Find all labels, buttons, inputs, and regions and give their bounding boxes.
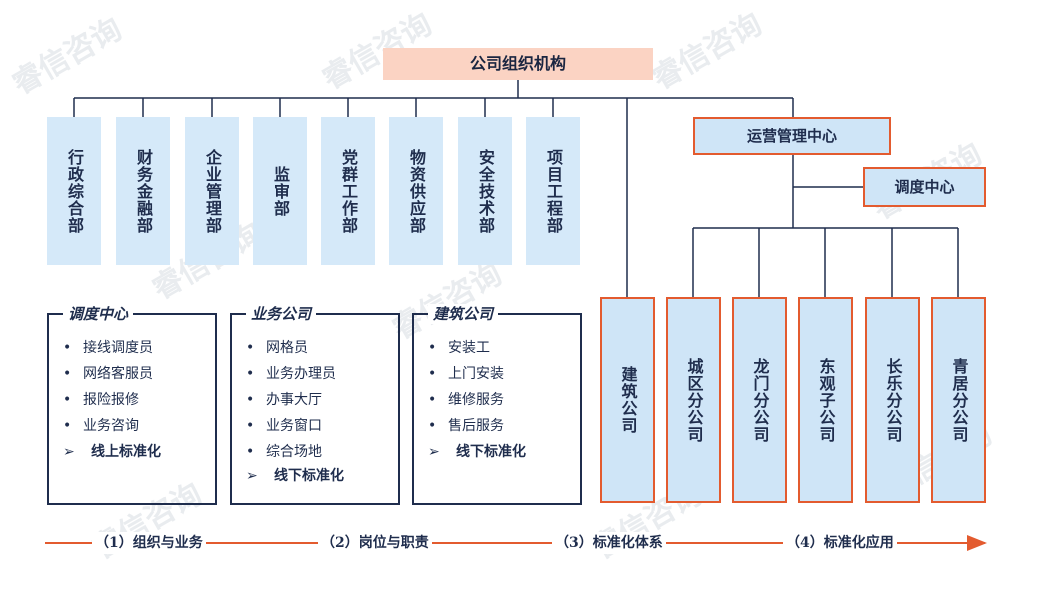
sub-label: 东观子公司: [816, 357, 836, 443]
dept-label: 行政综合部: [65, 148, 84, 234]
panel-top-border: [47, 313, 63, 315]
dept-supply: 物资供应部: [389, 117, 443, 265]
sub-longmen: 龙门分公司: [732, 297, 787, 503]
panel-list: 网格员 业务办理员 办事大厅 业务窗口 综合场地: [232, 315, 398, 465]
dispatch-center-box: 调度中心: [863, 167, 986, 207]
panel-title: 调度中心: [63, 304, 134, 324]
list-item: 业务窗口: [246, 413, 398, 439]
sub-urban: 城区分公司: [666, 297, 721, 503]
list-item: 办事大厅: [246, 387, 398, 413]
dept-project: 项目工程部: [526, 117, 580, 265]
list-item: 网格员: [246, 335, 398, 361]
list-item: 业务办理员: [246, 361, 398, 387]
panel-footer-label: 线下标准化: [456, 444, 526, 460]
dept-label: 物资供应部: [407, 148, 426, 234]
sub-dongguan: 东观子公司: [798, 297, 853, 503]
list-item: 报险报修: [63, 387, 215, 413]
arrow-icon: ➢: [428, 444, 440, 460]
dept-label: 项目工程部: [544, 148, 563, 234]
dept-label: 监审部: [271, 165, 290, 217]
arrow-icon: ➢: [246, 468, 258, 484]
dept-audit: 监审部: [253, 117, 307, 265]
sub-qingju: 青居分公司: [931, 297, 986, 503]
sub-label: 长乐分公司: [883, 357, 903, 443]
list-item: 综合场地: [246, 439, 398, 465]
arrow-icon: ➢: [63, 444, 75, 460]
org-root-box: 公司组织机构: [383, 48, 653, 80]
sub-construction: 建筑公司: [600, 297, 655, 503]
dept-label: 企业管理部: [203, 148, 222, 234]
step-1-label: （1）组织与业务: [92, 532, 206, 554]
dept-enterprise: 企业管理部: [185, 117, 239, 265]
sub-changle: 长乐分公司: [865, 297, 920, 503]
ops-center-box: 运营管理中心: [693, 117, 891, 155]
dept-party: 党群工作部: [321, 117, 375, 265]
panel-business: 业务公司 网格员 业务办理员 办事大厅 业务窗口 综合场地 ➢ 线下标准化: [230, 304, 400, 505]
panel-top-border: [230, 313, 246, 315]
panel-top-border: [412, 313, 428, 315]
panel-title: 建筑公司: [428, 304, 499, 324]
list-item: 业务咨询: [63, 413, 215, 439]
panel-top-border: [133, 313, 217, 315]
panel-footer-label: 线上标准化: [91, 444, 161, 460]
dept-label: 党群工作部: [339, 148, 358, 234]
list-item: 接线调度员: [63, 335, 215, 361]
panel-dispatch: 调度中心 接线调度员 网络客服员 报险报修 业务咨询 ➢ 线上标准化: [47, 304, 217, 505]
dept-finance: 财务金融部: [116, 117, 170, 265]
dept-safety: 安全技术部: [458, 117, 512, 265]
step-4-label: （4）标准化应用: [783, 532, 897, 554]
list-item: 上门安装: [428, 361, 580, 387]
sub-label: 龙门分公司: [750, 357, 770, 443]
step-2-label: （2）岗位与职责: [318, 532, 432, 554]
panel-footer-label: 线下标准化: [274, 468, 344, 484]
panel-list: 接线调度员 网络客服员 报险报修 业务咨询: [49, 315, 215, 439]
panel-footer: ➢ 线上标准化: [49, 439, 215, 465]
sub-label: 城区分公司: [684, 357, 704, 443]
step-3-label: （3）标准化体系: [552, 532, 666, 554]
panel-list: 安装工 上门安装 维修服务 售后服务: [414, 315, 580, 439]
panel-footer: ➢ 线下标准化: [414, 439, 580, 465]
sub-label: 青居分公司: [949, 357, 969, 443]
panel-footer: ➢ 线下标准化: [232, 463, 398, 489]
panel-construction: 建筑公司 安装工 上门安装 维修服务 售后服务 ➢ 线下标准化: [412, 304, 582, 505]
sub-label: 建筑公司: [618, 366, 638, 434]
list-item: 网络客服员: [63, 361, 215, 387]
panel-top-border: [498, 313, 582, 315]
list-item: 安装工: [428, 335, 580, 361]
list-item: 售后服务: [428, 413, 580, 439]
dept-label: 财务金融部: [134, 148, 153, 234]
dept-admin: 行政综合部: [47, 117, 101, 265]
dept-label: 安全技术部: [476, 148, 495, 234]
list-item: 维修服务: [428, 387, 580, 413]
panel-top-border: [316, 313, 400, 315]
panel-title: 业务公司: [246, 304, 317, 324]
